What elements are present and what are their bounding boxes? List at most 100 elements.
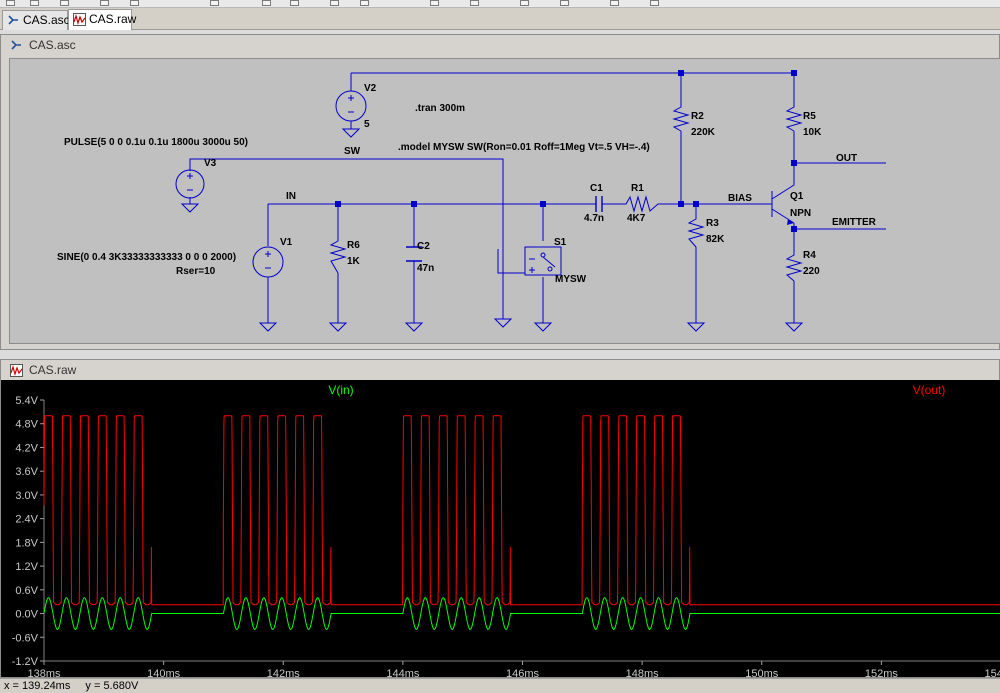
schematic-canvas[interactable]: V2 5 .tran 300m .model MYSW SW(Ron=0.01 …	[9, 58, 1000, 344]
r6-symbol	[329, 235, 347, 274]
plot-axes: 5.4V4.8V4.2V3.6V3.0V2.4V1.8V1.2V0.6V0.0V…	[12, 395, 1000, 677]
plot-window-title: CAS.raw	[1, 360, 999, 380]
legend-vin[interactable]: V(in)	[328, 383, 353, 397]
schematic-window-title: CAS.asc	[1, 35, 999, 55]
rser-spec: Rser=10	[176, 266, 216, 277]
y-tick-label: 1.2V	[15, 561, 38, 573]
toolbar-button[interactable]	[290, 0, 299, 6]
cursor-x-readout: x = 139.24ms	[4, 680, 71, 692]
toolbar-button[interactable]	[560, 0, 569, 6]
c2-name: C2	[417, 241, 430, 252]
window-title-text: CAS.raw	[29, 363, 77, 377]
x-tick-label: 146ms	[506, 668, 540, 677]
y-tick-label: 5.4V	[15, 395, 38, 407]
ground-symbols	[180, 128, 804, 332]
toolbar-button[interactable]	[130, 0, 139, 6]
r1-value: 4K7	[627, 213, 646, 224]
toolbar-button[interactable]	[650, 0, 659, 6]
tab-label: CAS.raw	[89, 12, 137, 26]
sw-net-label: SW	[344, 146, 361, 157]
q1-value: NPN	[790, 208, 811, 219]
c1-name: C1	[590, 183, 603, 194]
v3-name: V3	[204, 158, 217, 169]
r1-symbol	[620, 195, 659, 213]
v1-name: V1	[280, 237, 293, 248]
sine-spec: SINE(0 0.4 3K33333333333 0 0 0 2000)	[57, 252, 236, 263]
x-tick-label: 138ms	[27, 668, 61, 677]
toolbar-button[interactable]	[360, 0, 369, 6]
schematic-icon	[11, 40, 21, 50]
toolbar-button[interactable]	[262, 0, 271, 6]
x-tick-label: 154ms	[984, 668, 1000, 677]
schematic-icon	[8, 15, 18, 25]
y-tick-label: 1.8V	[15, 537, 38, 549]
junction-dots	[335, 70, 797, 232]
sources	[175, 90, 367, 278]
in-net-label: IN	[286, 191, 296, 202]
c1-value: 4.7n	[584, 213, 604, 224]
r4-symbol	[785, 249, 803, 282]
r3-symbol	[687, 213, 705, 248]
toolbar-button[interactable]	[520, 0, 529, 6]
waveform-plot[interactable]: 5.4V4.8V4.2V3.6V3.0V2.4V1.8V1.2V0.6V0.0V…	[1, 380, 1000, 677]
window-title-text: CAS.asc	[29, 38, 76, 52]
y-tick-label: 4.2V	[15, 442, 38, 454]
y-tick-label: 0.6V	[15, 585, 38, 597]
r3-value: 82K	[706, 234, 725, 245]
r4-value: 220	[803, 266, 820, 277]
wires	[189, 72, 886, 323]
tab-strip: CAS.asc CAS.raw	[0, 8, 1000, 30]
c2-value: 47n	[417, 263, 434, 274]
toolbar-button[interactable]	[430, 0, 439, 6]
r6-name: R6	[347, 240, 360, 251]
c1-symbol	[595, 196, 603, 212]
schematic-drawing[interactable]: V2 5 .tran 300m .model MYSW SW(Ron=0.01 …	[10, 59, 1000, 343]
emitter-net-label: EMITTER	[832, 217, 877, 228]
cursor-y-readout: y = 5.680V	[85, 680, 139, 692]
r5-symbol	[785, 101, 803, 132]
plot-frame	[43, 400, 1000, 662]
toolbar-button[interactable]	[210, 0, 219, 6]
pulse-spec: PULSE(5 0 0 0.1u 0.1u 1800u 3000u 50)	[64, 137, 248, 148]
x-tick-label: 144ms	[386, 668, 420, 677]
toolbar-button[interactable]	[30, 0, 39, 6]
legend-vout[interactable]: V(out)	[913, 383, 946, 397]
tab-cas-raw[interactable]: CAS.raw	[68, 9, 136, 30]
x-tick-label: 152ms	[865, 668, 899, 677]
s1-value: MYSW	[555, 274, 587, 285]
toolbar-button[interactable]	[60, 0, 69, 6]
toolbar	[0, 0, 1000, 8]
bias-net-label: BIAS	[728, 193, 752, 204]
toolbar-button[interactable]	[100, 0, 109, 6]
s1-name: S1	[554, 237, 567, 248]
plot-legend[interactable]: V(in) V(out)	[328, 383, 945, 397]
tran-directive: .tran 300m	[415, 103, 465, 114]
series-line-vout	[43, 415, 1000, 606]
r2-value: 220K	[691, 127, 716, 138]
schematic-labels: V2 5 .tran 300m .model MYSW SW(Ron=0.01 …	[57, 83, 877, 285]
x-tick-label: 148ms	[626, 668, 660, 677]
v2-name: V2	[364, 83, 377, 94]
tab-cas-asc[interactable]: CAS.asc	[2, 10, 70, 30]
y-tick-label: 4.8V	[15, 419, 38, 431]
y-tick-label: 2.4V	[15, 514, 38, 526]
r5-name: R5	[803, 111, 816, 122]
toolbar-button[interactable]	[6, 0, 15, 6]
model-directive: .model MYSW SW(Ron=0.01 Roff=1Meg Vt=.5 …	[398, 142, 650, 153]
x-tick-label: 150ms	[745, 668, 779, 677]
toolbar-button[interactable]	[470, 0, 479, 6]
r2-symbol	[672, 101, 690, 132]
x-tick-label: 142ms	[267, 668, 301, 677]
r3-name: R3	[706, 218, 719, 229]
tab-label: CAS.asc	[23, 13, 70, 27]
waveform-icon	[73, 13, 86, 26]
r6-value: 1K	[347, 256, 361, 267]
toolbar-button[interactable]	[610, 0, 619, 6]
toolbar-button[interactable]	[330, 0, 339, 6]
capacitors	[406, 196, 603, 262]
q1-name: Q1	[790, 191, 804, 202]
plot-traces	[43, 415, 1000, 630]
out-net-label: OUT	[836, 153, 857, 164]
